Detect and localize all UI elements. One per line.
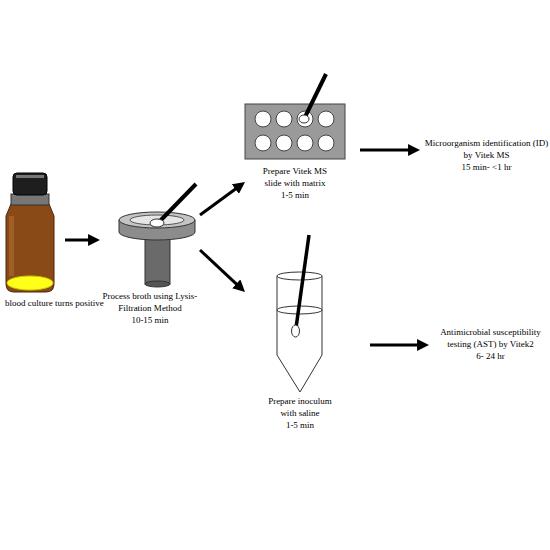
flow-arrow-group [200, 250, 239, 287]
step-text-group: Prepare inoculum with saline1-5 min [264, 395, 336, 431]
step-duration: 15 min- <1 hr [423, 161, 550, 173]
funnel-stem [145, 236, 170, 284]
flow-arrow [200, 250, 239, 287]
step-label: blood culture turns positive [5, 297, 115, 309]
step-duration: 1-5 min [256, 189, 334, 201]
bottle-cap [13, 173, 47, 195]
swab-stick [305, 74, 326, 117]
flow-arrow-group [370, 345, 421, 346]
step-label: Process broth using Lysis-Filtration Met… [98, 290, 202, 314]
slide-spot [276, 111, 292, 127]
step-label: Prepare inoculum with saline [264, 395, 336, 419]
cap-highlight [16, 175, 44, 178]
ms-slide [245, 74, 345, 159]
slide-plate [245, 104, 345, 159]
slide-spot [255, 135, 271, 151]
process-step: Microorganism identification (ID) by Vit… [423, 137, 550, 177]
step-text-group: Antimicrobial susceptibility testing (AS… [432, 326, 549, 362]
bottle-sensor [7, 276, 53, 290]
bottle-highlight [9, 216, 14, 276]
filter-funnel [119, 184, 196, 287]
funnel-top [119, 212, 195, 228]
flow-arrow [370, 344, 421, 347]
process-step: Antimicrobial susceptibility testing (AS… [432, 326, 549, 376]
flow-arrow-group [65, 240, 92, 241]
step-label: Prepare Vitek MS slide with matrix [256, 165, 334, 189]
slide-spot [276, 135, 292, 151]
process-step: Prepare Vitek MS slide with matrix1-5 mi… [248, 95, 357, 205]
slide-spot [318, 111, 334, 127]
swab-tip [150, 219, 164, 227]
process-step: blood culture turns positive [3, 175, 62, 305]
saline-tube [277, 235, 322, 392]
swab-stick [160, 184, 196, 221]
step-label: Antimicrobial susceptibility testing (AS… [432, 326, 549, 350]
slide-spot [297, 135, 313, 151]
step-duration: 10-15 min [98, 314, 202, 326]
flow-arrow [200, 187, 239, 215]
slide-spot [318, 135, 334, 151]
step-label: Microorganism identification (ID) by Vit… [423, 137, 550, 161]
flow-arrow [360, 149, 412, 152]
flow-arrow-group [360, 150, 412, 151]
stem-base [145, 281, 170, 287]
bottle-body [6, 204, 54, 292]
culture-bottle [6, 173, 54, 292]
process-step: Process broth using Lysis-Filtration Met… [103, 185, 197, 325]
flow-arrow-group [200, 187, 239, 215]
swab-tip [292, 325, 300, 337]
step-duration: 6- 24 hr [432, 350, 549, 362]
step-duration: 1-5 min [264, 419, 336, 431]
swab-tip [299, 115, 309, 123]
step-text-group: Prepare Vitek MS slide with matrix1-5 mi… [256, 165, 334, 201]
swab-stick [296, 235, 309, 328]
step-text-group: blood culture turns positive [5, 297, 115, 309]
step-text-group: Process broth using Lysis-Filtration Met… [98, 290, 202, 326]
flow-arrow [65, 239, 92, 242]
bottle-crimp [11, 194, 49, 205]
process-step: Prepare inoculum with saline1-5 min [248, 235, 367, 430]
step-text-group: Microorganism identification (ID) by Vit… [423, 137, 550, 173]
tube-rim [277, 272, 322, 280]
slide-spot [255, 111, 271, 127]
